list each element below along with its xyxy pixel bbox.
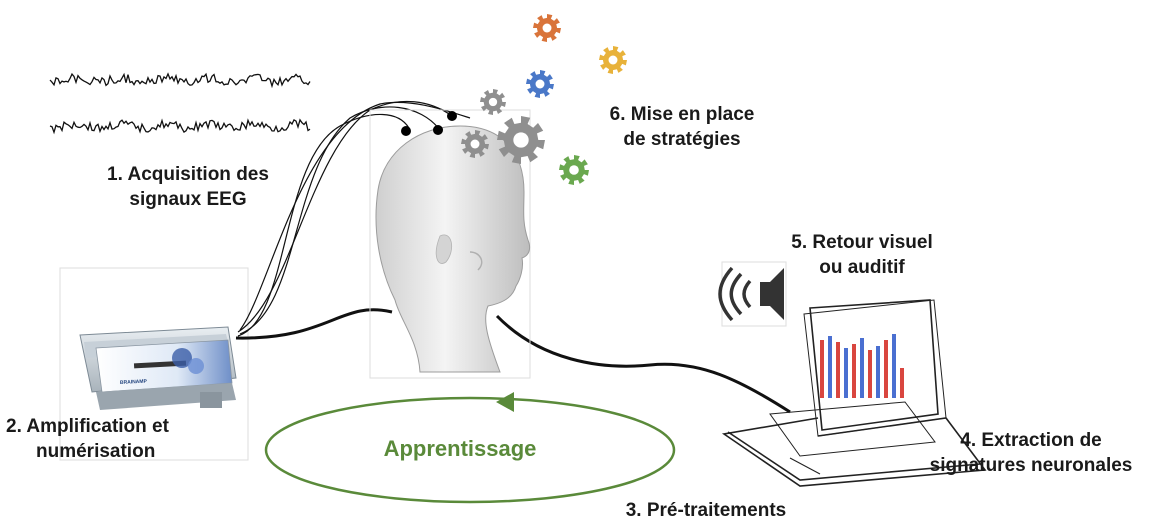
screen-bar <box>900 368 904 398</box>
screen-bar <box>868 350 872 398</box>
step-2-line-2: numérisation <box>36 441 156 462</box>
step-3-line-1: 3. Pré-traitements <box>625 500 787 521</box>
step-2-label: 2. Amplification et numérisation <box>6 414 206 464</box>
laptop <box>721 299 987 487</box>
gear-icon <box>526 70 554 98</box>
step-1-label: 1. Acquisition des signaux EEG <box>90 162 286 212</box>
step-6-label: 6. Mise en place de stratégies <box>590 102 774 152</box>
screen-bar <box>820 340 824 398</box>
learning-label: Apprentissage <box>383 436 537 461</box>
gear-icon <box>533 14 561 42</box>
eeg-trace-2 <box>49 118 311 135</box>
step-5-line-2: ou auditif <box>819 257 905 278</box>
mannequin-head <box>369 109 531 379</box>
step-6-line-1: 6. Mise en place <box>609 104 755 125</box>
step-1-line-2: signaux EEG <box>129 189 247 210</box>
gears <box>461 14 627 185</box>
step-6-line-2: de stratégies <box>623 129 741 150</box>
screen-bar <box>852 344 856 398</box>
screen-bar <box>828 336 832 398</box>
screen-bar <box>860 338 864 398</box>
step-4-line-1: 4. Extraction de <box>960 430 1102 451</box>
step-1-line-1: 1. Acquisition des <box>107 164 269 185</box>
screen-bar <box>836 342 840 398</box>
device-brand: BRAINAMP <box>120 379 148 386</box>
bar-chart-screen <box>820 334 904 398</box>
learning-loop <box>264 392 676 504</box>
gear-icon <box>461 130 489 158</box>
gear-icon <box>599 46 627 74</box>
step-4-line-2: signatures neuronales <box>929 455 1133 476</box>
screen-bar <box>892 334 896 398</box>
screen-bar <box>884 340 888 398</box>
gear-icon <box>480 89 506 115</box>
gear-icon <box>559 155 589 185</box>
screen-bar <box>876 346 880 398</box>
step-3-label: 3. Pré-traitements <box>606 498 806 523</box>
step-5-label: 5. Retour visuel ou auditif <box>774 230 950 280</box>
speaker-icon <box>718 261 787 327</box>
step-5-line-1: 5. Retour visuel <box>791 232 933 253</box>
eeg-trace-1 <box>49 72 311 89</box>
eeg-signals <box>49 72 311 135</box>
gear-icon <box>497 116 545 164</box>
screen-bar <box>844 348 848 398</box>
step-4-label: 4. Extraction de signatures neuronales <box>912 428 1150 478</box>
amplifier-box: BRAINAMP <box>59 267 249 461</box>
step-2-line-1: 2. Amplification et <box>6 416 169 437</box>
eeg-cap-electrode <box>401 111 457 136</box>
